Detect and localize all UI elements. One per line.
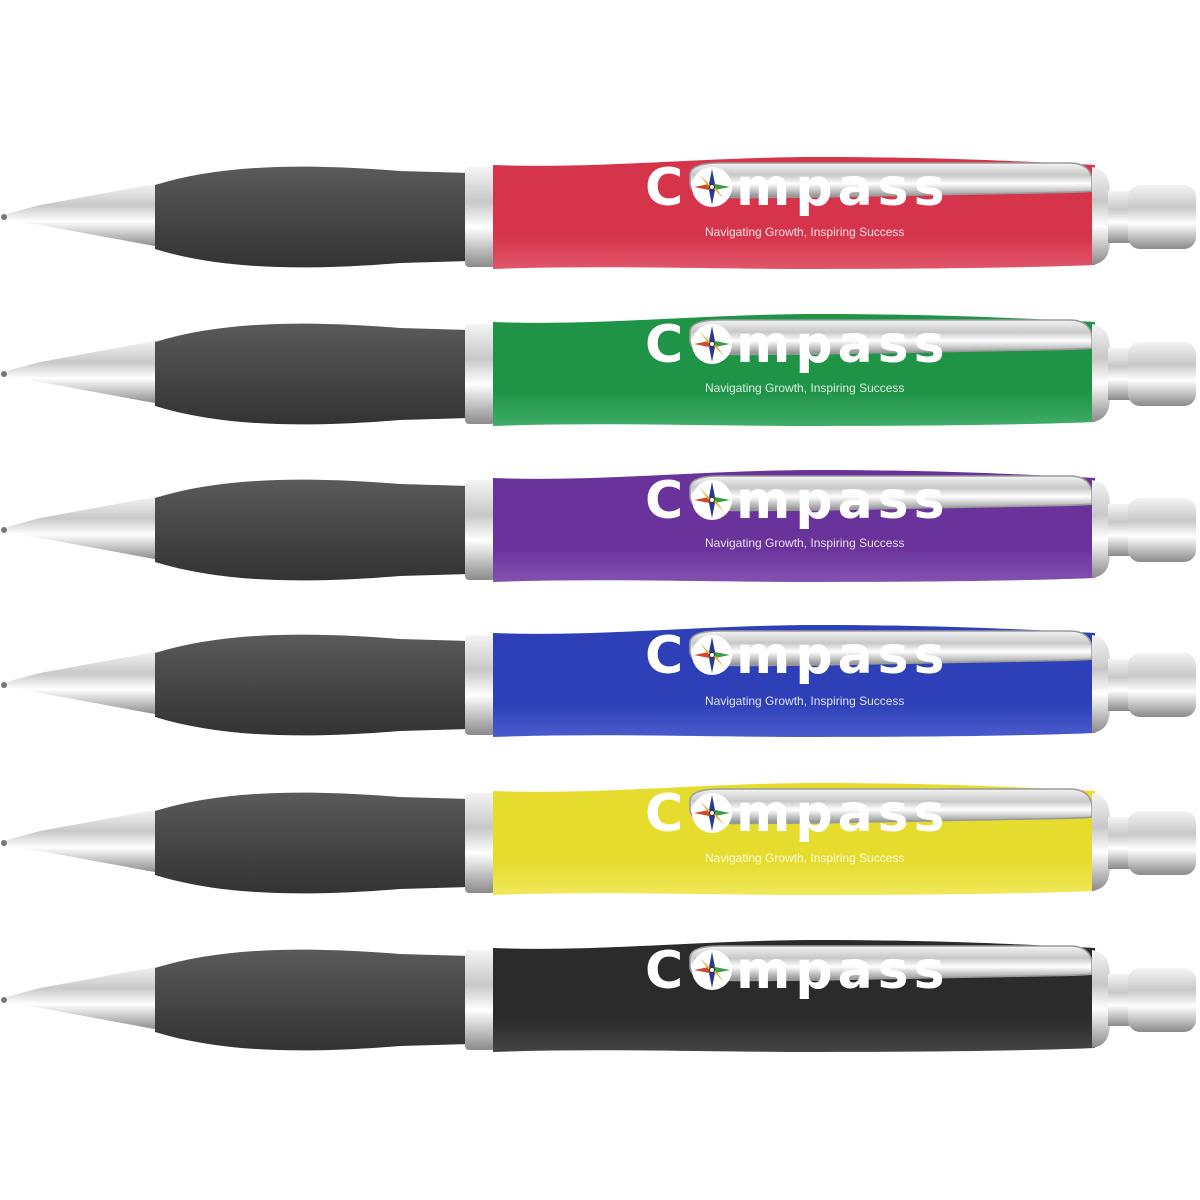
pen-ring [465, 635, 495, 735]
pen-grip [155, 634, 470, 736]
pen-plunger [1128, 968, 1196, 1032]
brand-name-suffix: mpass [736, 315, 950, 375]
brand-logo: C mpass [645, 158, 1015, 218]
pen-purple: Navigating Growth, Inspiring Success C m… [0, 381, 1200, 588]
compass-icon [688, 631, 736, 679]
brand-tagline: Navigating Growth, Inspiring Success [705, 536, 905, 550]
pen-ring [465, 480, 495, 580]
pen-ring [465, 950, 495, 1050]
brand-name-prefix: C [645, 941, 689, 1001]
pen-cap [1092, 324, 1110, 422]
pen-plunger [1128, 498, 1196, 562]
pen-body [1, 783, 1196, 895]
pen-grip [155, 323, 470, 425]
brand-logo: C mpass [645, 941, 1015, 1001]
brand-tagline: Navigating Growth, Inspiring Success [705, 694, 905, 708]
brand-name-prefix: C [645, 158, 689, 218]
pen-grip [155, 792, 470, 894]
pen-ring [465, 324, 495, 424]
pen-red: Navigating Growth, Inspiring Success C m… [0, 68, 1200, 275]
pen-grip [155, 949, 470, 1051]
pen-yellow: Navigating Growth, Inspiring Success C m… [0, 694, 1200, 901]
pen-grip [155, 166, 470, 268]
pen-green: Navigating Growth, Inspiring Success C m… [0, 225, 1200, 432]
brand-logo: C mpass [645, 471, 1015, 531]
pen-body [1, 940, 1196, 1052]
brand-tagline: Navigating Growth, Inspiring Success [705, 851, 905, 865]
pen-cap [1092, 167, 1110, 265]
brand-tagline: Navigating Growth, Inspiring Success [705, 381, 905, 395]
brand-logo: C mpass [645, 626, 1015, 686]
brand-tagline: Navigating Growth, Inspiring Success [705, 68, 905, 82]
pen-tip [2, 809, 160, 873]
brand-name-suffix: mpass [736, 941, 950, 1001]
pen-ring [465, 793, 495, 893]
pen-cap [1092, 635, 1110, 733]
brand-name-suffix: mpass [736, 471, 950, 531]
pen-cap [1092, 950, 1110, 1048]
compass-icon [688, 320, 736, 368]
brand-name-suffix: mpass [736, 158, 950, 218]
brand-name-prefix: C [645, 471, 689, 531]
brand-name-suffix: mpass [736, 626, 950, 686]
brand-logo: C mpass [645, 784, 1015, 844]
pen-tip [2, 496, 160, 560]
compass-icon [688, 476, 736, 524]
brand-name-prefix: C [645, 315, 689, 375]
pen-body [1, 625, 1196, 737]
pen-plunger [1128, 342, 1196, 406]
pen-tip [2, 183, 160, 247]
brand-name-prefix: C [645, 784, 689, 844]
compass-icon [688, 789, 736, 837]
brand-tagline: Navigating Growth, Inspiring Success [705, 225, 905, 239]
pen-tip [2, 651, 160, 715]
pen-cap [1092, 480, 1110, 578]
pen-blue: Navigating Growth, Inspiring Success C m… [0, 536, 1200, 743]
pen-tip [2, 340, 160, 404]
pen-body [1, 470, 1196, 582]
pen-plunger [1128, 653, 1196, 717]
brand-name-prefix: C [645, 626, 689, 686]
compass-icon [688, 163, 736, 211]
pen-body [1, 157, 1196, 269]
pen-ring [465, 167, 495, 267]
pen-plunger [1128, 811, 1196, 875]
brand-name-suffix: mpass [736, 784, 950, 844]
compass-icon [688, 946, 736, 994]
pen-black: Navigating Growth, Inspiring Success C m… [0, 851, 1200, 1058]
pen-plunger [1128, 185, 1196, 249]
brand-logo: C mpass [645, 315, 1015, 375]
pen-tip [2, 966, 160, 1030]
pen-body [1, 314, 1196, 426]
pen-grip [155, 479, 470, 581]
pen-cap [1092, 793, 1110, 891]
